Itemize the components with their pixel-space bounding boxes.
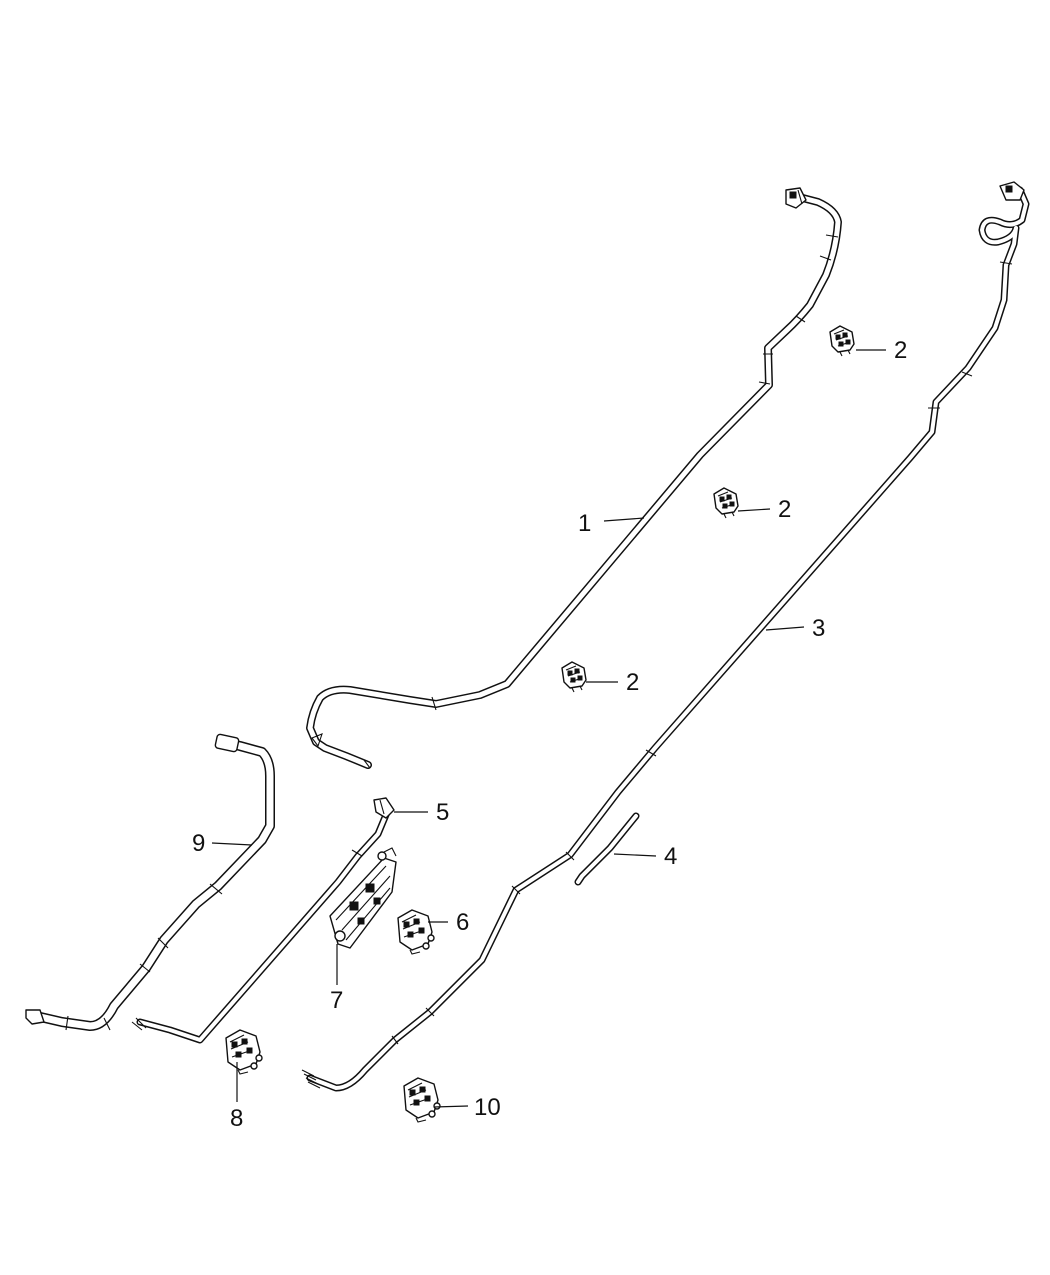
part-2-clip-middle <box>713 487 739 519</box>
callout-2-lower: 2 <box>626 669 639 696</box>
part-5-tube-fitting <box>131 797 395 1044</box>
part-10-clip <box>403 1077 441 1123</box>
callout-1: 1 <box>578 510 591 537</box>
callout-8: 8 <box>230 1105 243 1132</box>
part-2-clip-lower <box>561 661 587 693</box>
part-3-brake-tube <box>301 181 1030 1092</box>
callout-10: 10 <box>474 1094 501 1121</box>
callout-7: 7 <box>330 987 343 1014</box>
callout-3: 3 <box>812 615 825 642</box>
part-1-brake-tube <box>306 187 842 769</box>
part-7-bracket <box>329 847 397 949</box>
callout-labels: 1 2 2 2 3 4 5 6 7 8 9 10 <box>192 337 907 1132</box>
brake-tube-3-core <box>308 188 1028 1090</box>
part-9-hose-tube <box>25 733 275 1031</box>
brake-tube-3-outline <box>306 186 1030 1092</box>
callout-6: 6 <box>456 909 469 936</box>
part-4-short-tube <box>574 812 640 886</box>
callout-5: 5 <box>436 799 449 826</box>
part-6-clip <box>397 909 435 955</box>
brake-tube-1-core <box>307 193 841 768</box>
callout-2-middle: 2 <box>778 496 791 523</box>
hose-end-cap-icon <box>214 733 240 753</box>
leader-lines <box>211 349 886 1108</box>
part-2-clip-upper <box>829 325 855 357</box>
part-8-clip <box>225 1029 263 1075</box>
tube-end-fitting-icon <box>999 181 1025 201</box>
callout-2-upper: 2 <box>894 337 907 364</box>
tube-fitting-icon <box>373 797 395 819</box>
tube-end-fitting-icon <box>785 187 807 209</box>
callout-9: 9 <box>192 830 205 857</box>
callout-4: 4 <box>664 843 677 870</box>
